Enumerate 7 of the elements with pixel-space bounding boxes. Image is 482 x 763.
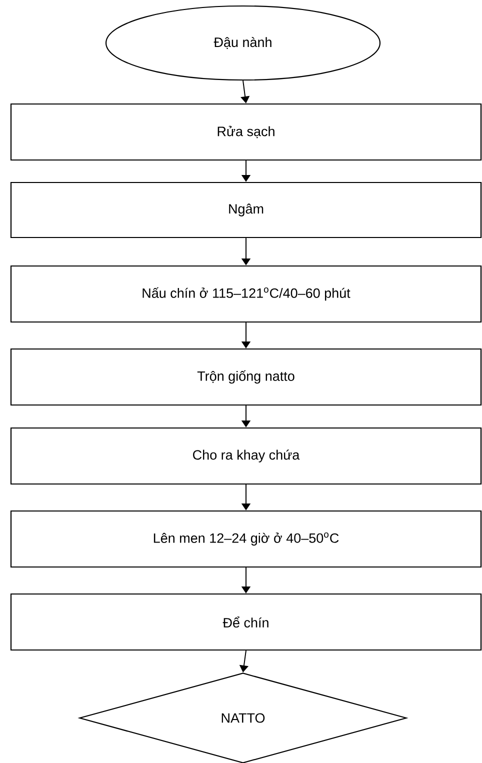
process-box: Rửa sạch	[10, 103, 482, 161]
process-box: Trộn giống natto	[10, 348, 482, 406]
process-box: Để chín	[10, 593, 482, 651]
process-box: Nấu chín ở 115–121$^{o}$C/40–60 phút	[10, 265, 482, 323]
process-box: Lên men 12–24 giờ ở 40–50$^{o}$C	[10, 510, 482, 568]
process-box: Cho ra khay chứa	[10, 427, 482, 485]
process-box: Ngâm	[10, 182, 482, 238]
